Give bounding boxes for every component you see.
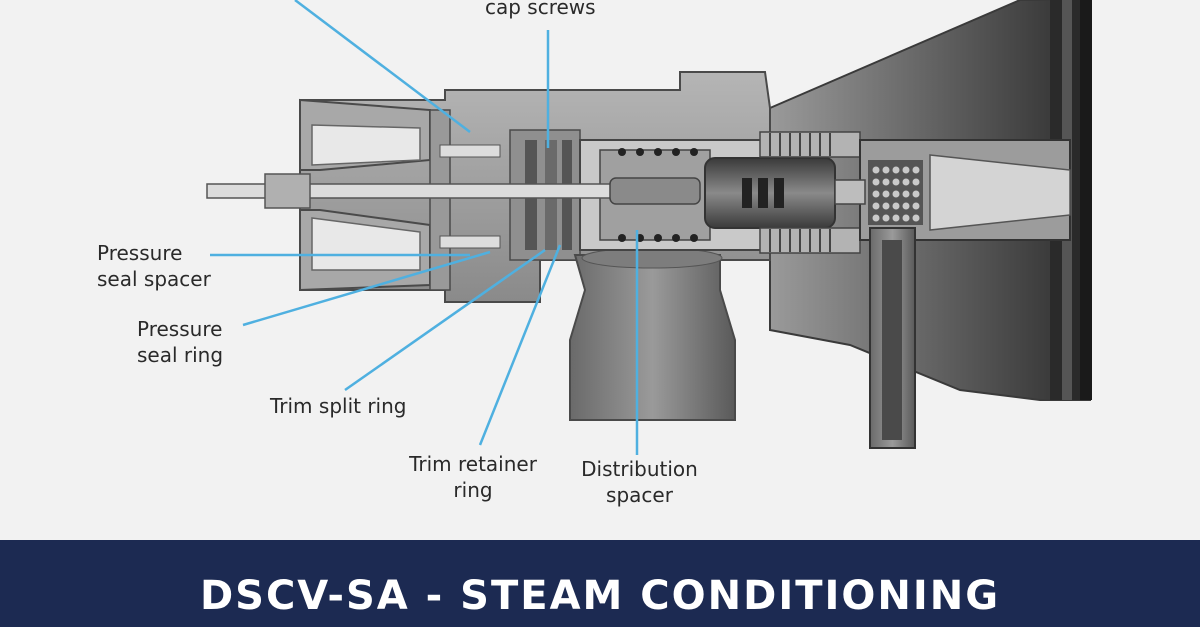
leader-trim-retainer-ring	[478, 244, 562, 446]
label-distribution-spacer: Distribution spacer	[581, 457, 698, 507]
nozzle-assembly	[834, 139, 1071, 241]
water-inlet	[869, 227, 916, 449]
title-banner	[0, 540, 1200, 627]
label-pressure-seal-spacer: Pressure seal spacer	[97, 241, 211, 291]
leader-pressure-seal-ring	[242, 250, 491, 327]
stem	[206, 173, 701, 209]
banner-title: DSCV-SA - STEAM CONDITIONING	[199, 573, 1001, 619]
label-pressure-seal-ring: Pressure seal ring	[137, 317, 224, 367]
valve-cross-section	[206, 0, 1092, 455]
label-trim-split-ring: Trim split ring	[270, 394, 407, 418]
inlet-pipe	[569, 247, 736, 421]
label-trim-retainer-ring: Trim retainer ring	[409, 452, 537, 502]
leader-trim-split-ring	[344, 248, 546, 392]
label-cap-screws: cap screws	[485, 0, 596, 19]
leader-top-left	[294, 0, 471, 133]
leader-lines	[210, 0, 639, 455]
